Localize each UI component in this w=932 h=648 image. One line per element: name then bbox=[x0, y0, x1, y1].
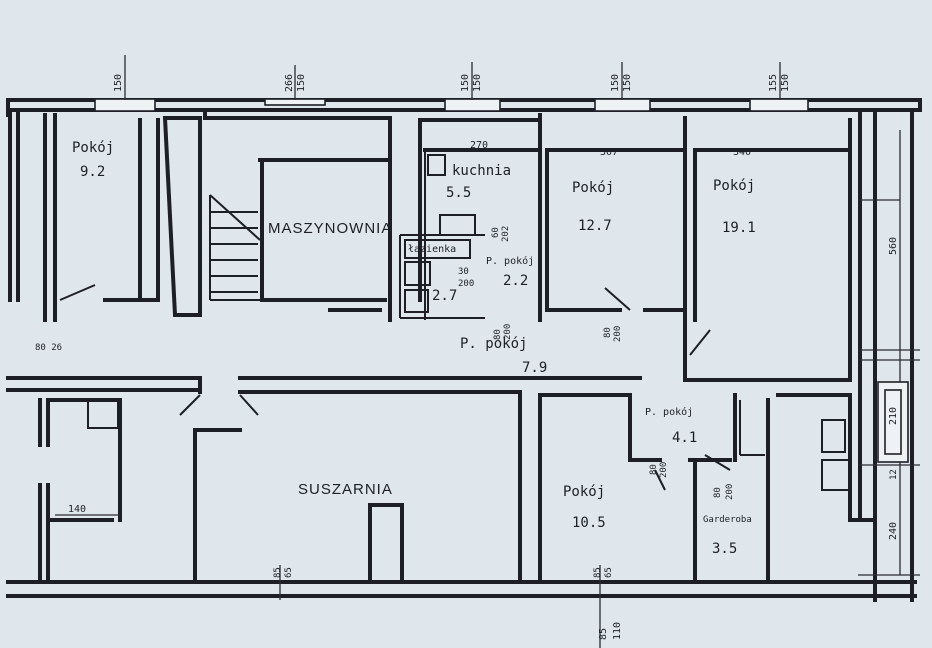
door-b: 200 bbox=[503, 324, 513, 340]
dim-65-b: 65 bbox=[604, 567, 614, 578]
door-g: 80 bbox=[713, 487, 723, 498]
room-area-pokoj-s: 10.5 bbox=[572, 515, 606, 531]
room-label-suszarnia: SUSZARNIA bbox=[298, 481, 393, 498]
room-label-maszynownia: MASZYNOWNIA bbox=[268, 220, 392, 237]
dim-right-win: 210 bbox=[888, 407, 899, 425]
dim-85-a: 85 bbox=[273, 567, 283, 578]
dim-w3b: 150 bbox=[472, 74, 483, 92]
dim-85-b: 85 bbox=[593, 567, 603, 578]
dimension-labels: 150 266 150 150 150 150 150 155 150 270 … bbox=[35, 74, 899, 640]
dim-right-len: 560 bbox=[888, 237, 899, 255]
dim-w4b: 150 bbox=[622, 74, 633, 92]
dim-w5b: 150 bbox=[780, 74, 791, 92]
dim-65-a: 65 bbox=[284, 567, 294, 578]
window-5 bbox=[749, 98, 809, 112]
room-area-pokoj-center: 12.7 bbox=[578, 218, 612, 234]
room-labels: Pokój 9.2 MASZYNOWNIA kuchnia 5.5 łazien… bbox=[72, 140, 756, 557]
room-label-pokoj-nw: Pokój bbox=[72, 140, 114, 156]
dim-w3a: 150 bbox=[460, 74, 471, 92]
dim-140: 140 bbox=[68, 504, 86, 515]
dim-kuchnia-width: 270 bbox=[470, 140, 488, 151]
dim-w2b: 150 bbox=[296, 74, 307, 92]
small-60: 60 bbox=[491, 227, 501, 238]
window-3 bbox=[444, 98, 501, 112]
room-area-lazienka: 2.7 bbox=[432, 288, 457, 304]
dim-w5a: 155 bbox=[768, 74, 779, 92]
dim-bottom-85: 85 bbox=[598, 628, 609, 640]
window-4 bbox=[594, 98, 651, 112]
room-area-p-pokoj-hall: 7.9 bbox=[522, 360, 547, 376]
room-label-pokoj-center: Pokój bbox=[572, 180, 614, 196]
room-label-p-pokoj-hall: P. pokój bbox=[460, 336, 527, 352]
top-windows bbox=[94, 98, 809, 112]
small-200: 200 bbox=[458, 279, 474, 289]
room-label-pokoj-ne: Pokój bbox=[713, 178, 755, 194]
room-label-garderoba: Garderoba bbox=[703, 515, 752, 525]
window-1 bbox=[94, 98, 156, 112]
room-area-pokoj-nw: 9.2 bbox=[80, 164, 105, 180]
dim-w2a: 266 bbox=[284, 74, 295, 92]
dim-pokoj-ne-width: 340 bbox=[733, 147, 751, 158]
small-202: 202 bbox=[501, 226, 511, 242]
room-area-pokoj-ne: 19.1 bbox=[722, 220, 756, 236]
room-area-garderoba: 3.5 bbox=[712, 541, 737, 557]
dim-80-26: 80 26 bbox=[35, 343, 62, 353]
door-c: 80 bbox=[603, 327, 613, 338]
door-d: 200 bbox=[613, 326, 623, 342]
room-area-p-pokoj-s: 4.1 bbox=[672, 430, 697, 446]
dim-right-240: 240 bbox=[888, 522, 899, 540]
dimension-lines bbox=[55, 55, 920, 648]
door-f: 200 bbox=[659, 462, 669, 478]
room-label-p-pokoj-small: P. pokój bbox=[486, 255, 534, 267]
dim-w1: 150 bbox=[113, 74, 124, 92]
room-label-lazienka: łazienka bbox=[408, 244, 456, 255]
small-30: 30 bbox=[458, 267, 469, 277]
door-a: 80 bbox=[493, 329, 503, 340]
dim-bottom-110: 110 bbox=[612, 622, 623, 640]
room-area-kuchnia: 5.5 bbox=[446, 185, 471, 201]
door-e: 80 bbox=[649, 464, 659, 475]
room-label-pokoj-s: Pokój bbox=[563, 484, 605, 500]
door-swings bbox=[59, 284, 731, 491]
room-label-kuchnia: kuchnia bbox=[452, 163, 511, 179]
right-window-inner bbox=[884, 389, 902, 455]
door-h: 200 bbox=[725, 484, 735, 500]
interior-walls bbox=[38, 110, 877, 584]
dim-right-12: 12 bbox=[889, 469, 899, 480]
dim-pokoj-center-width: 307 bbox=[600, 147, 618, 158]
room-area-p-pokoj-small: 2.2 bbox=[503, 273, 528, 289]
dim-w4a: 150 bbox=[610, 74, 621, 92]
room-label-p-pokoj-s: P. pokój bbox=[645, 406, 693, 418]
